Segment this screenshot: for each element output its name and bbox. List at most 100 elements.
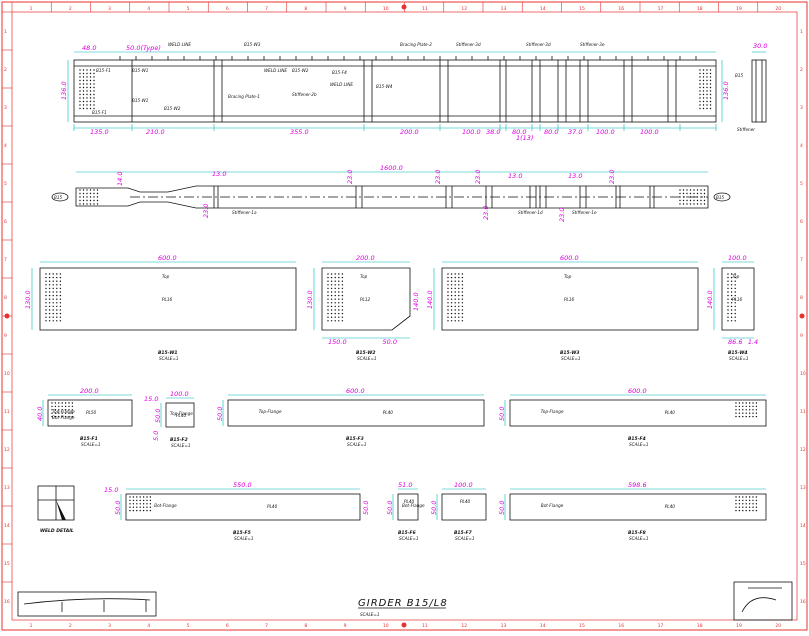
flange-plate: PL50 — [86, 410, 97, 415]
row-number: 12 — [4, 447, 10, 453]
flange-name: B15-F3 — [346, 436, 364, 442]
col-number: 16 — [618, 623, 624, 629]
plan-right-tag: B15 — [716, 195, 725, 200]
col-number: 2 — [69, 623, 72, 629]
col-number: 5 — [187, 623, 190, 629]
flange-label: Bot-Flange — [402, 503, 425, 508]
flange-side-dim: 15.0 — [144, 395, 158, 403]
row-number: 7 — [4, 257, 7, 263]
web-plate-plate: PL16 — [162, 297, 173, 302]
web-plate-width: 600.0 — [158, 254, 177, 262]
web-plate-bottom-dim: 150.0 — [328, 338, 347, 346]
plan-left-tag: B15 — [54, 195, 63, 200]
center-mark-left — [4, 313, 10, 319]
col-number: 8 — [304, 6, 307, 12]
elev-small-dim: 1(13) — [516, 134, 533, 142]
flange-width: 200.0 — [80, 387, 99, 395]
row-number: 6 — [800, 219, 803, 225]
flange-plate: PL40 — [460, 499, 471, 504]
web-plate-plate: PL16 — [732, 297, 743, 302]
elevation-label: Bracing Plate-1 — [228, 94, 260, 99]
elevation-label: WELD LINE — [264, 68, 287, 73]
elev-bottom-dim: 135.0 — [90, 128, 109, 136]
row-number: 14 — [4, 523, 10, 529]
web-plate-details: 600.0130.0TopPL16B15-W1SCALE=1200.0130.0… — [24, 254, 758, 361]
elev-top-dim-0: 48.0 — [82, 44, 96, 52]
elevation-label: Stiffener-3d — [526, 42, 551, 47]
elevation-label: B15-F4 — [332, 70, 347, 75]
elevation-label: Bracing Plate-2 — [400, 42, 432, 47]
col-number: 3 — [108, 623, 111, 629]
web-plate-right-height: 140.0 — [412, 292, 420, 311]
web-plate-plate: PL16 — [564, 297, 575, 302]
web-plate-height: 140.0 — [426, 290, 434, 309]
elevation-label: WELD LINE — [330, 82, 353, 87]
web-plate-bottom-dim: 86.6 — [728, 338, 742, 346]
flange-plate: PL40 — [665, 504, 676, 509]
flange-width: 100.0 — [454, 481, 473, 489]
plan-dim: 23.0 — [608, 170, 616, 184]
web-plate-top: Top — [732, 274, 740, 279]
col-number: 1 — [30, 623, 33, 629]
flange-width: 600.0 — [346, 387, 365, 395]
web-plate-height: 130.0 — [24, 290, 32, 309]
row-number: 16 — [4, 599, 10, 605]
row-number: 4 — [4, 143, 7, 149]
flange-plate-b15-f2: 100.050.015.05.0Top-FlangePL40B15-F2SCAL… — [144, 390, 195, 448]
plan-dim: 23.0 — [202, 204, 210, 218]
row-number: 13 — [4, 485, 10, 491]
flange-name: B15-F2 — [170, 437, 188, 443]
col-number: 7 — [265, 623, 268, 629]
elev-bottom-dim: 100.0 — [596, 128, 615, 136]
col-number: 1 — [30, 6, 33, 12]
row-number: 1 — [800, 29, 803, 35]
col-number: 12 — [461, 623, 467, 629]
flange-width: 598.6 — [628, 481, 647, 489]
row-number: 3 — [4, 105, 7, 111]
elevation-label: B15-W1 — [132, 98, 149, 103]
flange-width: 51.0 — [398, 481, 412, 489]
web-plate-height: 130.0 — [306, 290, 314, 309]
elev-bottom-dim: 210.0 — [146, 128, 165, 136]
flange-height: 50.0 — [430, 501, 438, 515]
col-number: 4 — [147, 623, 150, 629]
flange-side-dim: 15.0 — [104, 486, 118, 494]
flange-name: B15-F1 — [80, 436, 98, 442]
elev-right-height-dim: 136.0 — [722, 81, 730, 100]
elev-bottom-dim: 37.0 — [568, 128, 582, 136]
col-number: 16 — [618, 6, 624, 12]
row-number: 8 — [4, 295, 7, 301]
flange-width: 100.0 — [170, 390, 189, 398]
elev-bottom-dim: 355.0 — [290, 128, 309, 136]
col-number: 19 — [736, 623, 742, 629]
col-number: 17 — [658, 6, 664, 12]
elevation-label: Stiffener-3d — [456, 42, 481, 47]
web-plate-bottom-dim: 50.0 — [383, 338, 397, 346]
flange-right-height: 50.0 — [362, 501, 370, 515]
row-number: 14 — [800, 523, 806, 529]
col-number: 14 — [540, 6, 546, 12]
elevation-outline — [73, 59, 717, 123]
col-number: 20 — [775, 623, 781, 629]
elevation-label: WELD LINE — [168, 42, 191, 47]
col-number: 19 — [736, 6, 742, 12]
col-number: 18 — [697, 623, 703, 629]
flange-height: 50.0 — [154, 409, 162, 423]
web-plate-name: B15-W4 — [728, 350, 747, 356]
flange-scale: SCALE=1 — [629, 442, 649, 447]
web-plate-plate: PL12 — [360, 297, 371, 302]
plan-dim: 13.0 — [508, 172, 522, 180]
row-number: 1 — [4, 29, 7, 35]
elev-top-dim-1: 50.0(Type) — [126, 44, 161, 52]
flange-plate: PL40 — [267, 504, 278, 509]
col-number: 8 — [304, 623, 307, 629]
web-plate-height: 140.0 — [706, 290, 714, 309]
weld-detail: WELD DETAIL — [37, 485, 75, 534]
plan-dim: 23.0 — [346, 170, 354, 184]
web-plate-scale: SCALE=1 — [159, 356, 179, 361]
web-plate-bottom-dim: 1.4 — [748, 338, 758, 346]
